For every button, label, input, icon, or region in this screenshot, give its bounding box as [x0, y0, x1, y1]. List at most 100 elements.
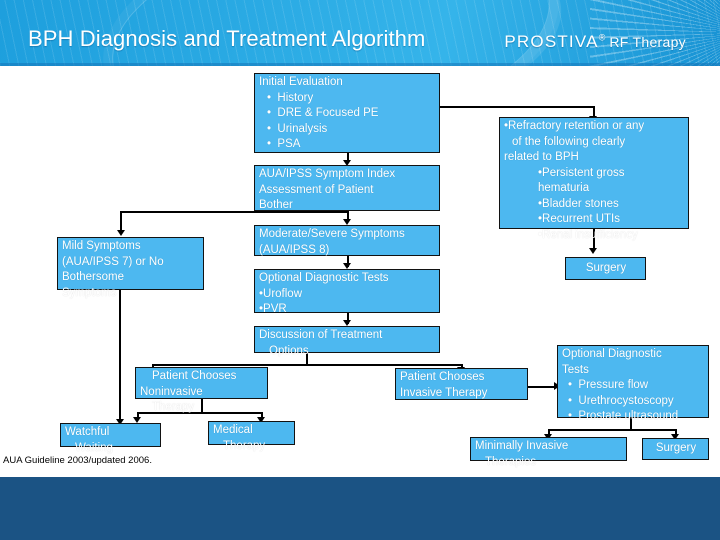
registered-trademark-icon: ® — [598, 32, 606, 43]
header-bottom-edge — [0, 63, 720, 66]
watchful-line-2: Waiting — [75, 441, 113, 454]
connector-tests2-split-h — [548, 429, 677, 431]
aua-line-2: Assessment of Patient — [259, 183, 374, 196]
node-optional-diagnostic-tests-2[interactable]: Optional Diagnostic Tests • Pressure flo… — [557, 345, 709, 422]
connector-invasive-to-tests2-h — [528, 386, 557, 388]
node-initial-evaluation[interactable]: Initial Evaluation • History • DRE & Foc… — [254, 73, 440, 153]
connector-discussion-split-h — [152, 364, 463, 366]
arrow-into-watchful-from-mild — [116, 419, 124, 425]
initial-evaluation-bullet-1: • History — [267, 91, 314, 104]
noninvasive-line-3: Therapy — [152, 401, 195, 413]
connector-tests-to-discussion-v — [347, 313, 349, 324]
slide-header: BPH Diagnosis and Treatment Algorithm PR… — [0, 0, 720, 66]
presence-sub-2: •Bladder stones — [538, 197, 619, 210]
discussion-line-1: Discussion of Treatment — [259, 329, 383, 341]
slide-footer: Medtronic — [0, 477, 720, 540]
header-swoosh-pattern — [0, 0, 720, 66]
tests2-bullet-3: • Prostate ultrasound — [568, 410, 679, 422]
connector-moderate-to-tests-v — [347, 256, 349, 267]
presence-line-2: of the following clearly — [512, 135, 626, 148]
noninvasive-line-1: Patient Chooses — [152, 370, 237, 382]
initial-evaluation-bullet-2: • DRE & Focused PE — [267, 107, 379, 119]
aua-line-3: Bother — [259, 199, 293, 211]
node-medical-therapy[interactable]: Medical Therapy — [208, 421, 295, 452]
connector-noninvasive-down-v — [201, 399, 203, 413]
invasive-line-2: Invasive Therapy — [400, 386, 488, 399]
medical-line-1: Medical — [213, 424, 253, 436]
presence-sub-1: •Persistent gross — [538, 166, 625, 179]
watchful-line-1: Watchful — [65, 426, 110, 438]
tests2-title-1: Optional Diagnostic — [562, 348, 662, 360]
tests2-bullet-1: • Pressure flow — [568, 379, 649, 391]
invasive-line-1: Patient Chooses — [400, 371, 485, 383]
connector-aua-to-mild-h — [120, 211, 348, 213]
node-surgery-bottom[interactable]: Surgery — [642, 438, 709, 460]
minimally-line-1: Minimally Invasive — [475, 440, 569, 452]
surgery-top-label: Surgery — [585, 262, 627, 274]
presence-sub-3: •Recurrent UTIs — [538, 213, 620, 225]
discussion-line-2: Options — [269, 344, 309, 357]
presence-of-title-clip: Presence of: — [504, 108, 688, 122]
node-minimally-invasive-therapies[interactable]: Minimally Invasive Therapies — [470, 437, 627, 468]
arrow-into-discussion — [343, 320, 351, 326]
arrow-into-mild — [117, 230, 125, 236]
node-moderate-severe-symptoms[interactable]: Moderate/Severe Symptoms (AUA/IPSS 8) — [254, 225, 440, 256]
connector-discussion-down-v — [306, 353, 308, 366]
mild-line-4: Symptoms — [62, 286, 117, 299]
tests2-bullet-2-label: Urethrocystoscopy — [578, 394, 674, 407]
node-optional-diagnostic-tests-1[interactable]: Optional Diagnostic Tests •Uroflow •PVR — [254, 269, 440, 315]
node-presence-of[interactable]: •Refractory retention or any of the foll… — [499, 117, 689, 241]
node-discussion-of-treatment-options[interactable]: Discussion of Treatment Options — [254, 326, 440, 357]
mild-line-2: (AUA/IPSS 7) or No — [62, 255, 164, 268]
arrow-into-aua — [343, 160, 351, 166]
initial-evaluation-bullet-1-label: History — [277, 91, 314, 104]
node-patient-chooses-noninvasive[interactable]: Patient Chooses Noninvasive Therapy — [135, 367, 268, 413]
node-aua-ipss-symptom-index[interactable]: AUA/IPSS Symptom Index Assessment of Pat… — [254, 165, 440, 211]
brand-tagline: RF Therapy — [609, 34, 686, 50]
tests2-bullet-2: • Urethrocystoscopy — [568, 394, 674, 407]
presence-sub-1b: hematuria — [538, 182, 590, 194]
connector-initial-to-presence-v — [593, 106, 595, 118]
mild-line-1: Mild Symptoms — [62, 240, 141, 252]
arrow-into-surgery-bottom — [671, 434, 679, 440]
arrow-into-surgery-top — [589, 248, 597, 254]
node-surgery-top[interactable]: Surgery — [565, 257, 646, 280]
connector-noninvasive-split-h — [137, 412, 263, 414]
aua-line-1: AUA/IPSS Symptom Index — [259, 168, 396, 180]
connector-presence-to-surgery-v — [593, 229, 595, 249]
tests2-title-2: Tests — [562, 363, 589, 376]
node-patient-chooses-invasive[interactable]: Patient Chooses Invasive Therapy — [395, 368, 528, 400]
tests2-bullet-3-label: Prostate ultrasound — [578, 410, 679, 422]
surgery-bottom-label: Surgery — [655, 442, 697, 454]
prostiva-logo: PROSTIVA®RF Therapy — [504, 32, 686, 52]
connector-tests2-down-v — [630, 418, 632, 430]
moderate-line-1: Moderate/Severe Symptoms — [259, 228, 405, 240]
presence-sub-4: •Renal insufficiency — [538, 228, 638, 241]
node-watchful-waiting[interactable]: Watchful Waiting — [60, 423, 161, 454]
presence-line-1: •Refractory retention or any — [504, 120, 645, 132]
initial-evaluation-bullet-2-label: DRE & Focused PE — [277, 107, 379, 119]
presence-of-title: Presence of: — [504, 108, 569, 119]
tests1-bullet-2: •PVR — [259, 303, 287, 315]
connector-tests2-left-v — [548, 429, 550, 436]
connector-noninvasive-left-v — [137, 412, 139, 419]
tests1-title: Optional Diagnostic Tests — [259, 272, 389, 284]
initial-evaluation-title: Initial Evaluation — [259, 76, 343, 88]
node-mild-symptoms[interactable]: Mild Symptoms (AUA/IPSS 7) or No Bothers… — [57, 237, 204, 299]
noninvasive-line-2: Noninvasive — [140, 385, 203, 398]
moderate-line-2: (AUA/IPSS 8) — [259, 243, 330, 256]
presence-line-3: related to BPH — [504, 151, 579, 163]
connector-tests2-right-v — [675, 429, 677, 436]
arrow-into-tests1 — [343, 263, 351, 269]
mild-line-3: Bothersome — [62, 271, 125, 283]
arrow-into-watchful — [133, 417, 141, 423]
initial-evaluation-bullet-3-label: Urinalysis — [277, 122, 328, 135]
page-title: BPH Diagnosis and Treatment Algorithm — [28, 26, 426, 51]
connector-aua-to-moderate-v — [347, 211, 349, 222]
tests1-bullet-1: •Uroflow — [259, 287, 303, 300]
minimally-line-2: Therapies — [485, 455, 537, 468]
medical-line-2: Therapy — [223, 439, 266, 452]
source-note: AUA Guideline 2003/updated 2006. — [3, 455, 152, 466]
connector-mild-to-watchful-v — [119, 290, 121, 422]
initial-evaluation-bullet-4-label: PSA — [277, 138, 301, 150]
